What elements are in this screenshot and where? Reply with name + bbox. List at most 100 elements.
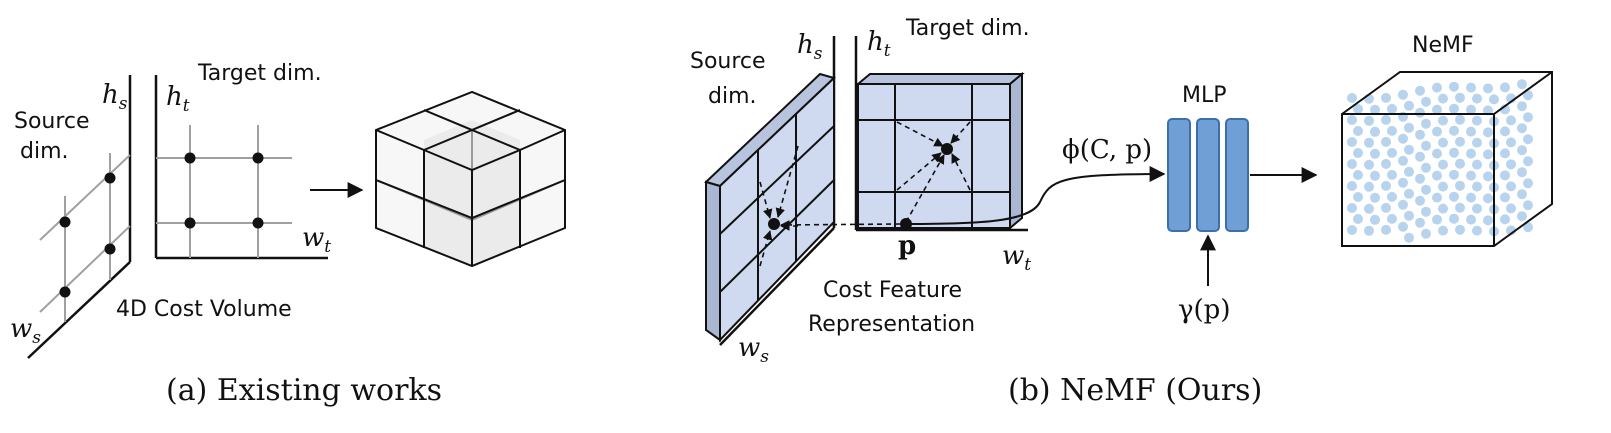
field-point xyxy=(1438,137,1448,148)
grid-node xyxy=(104,172,116,184)
panel-a-target-axes xyxy=(154,75,328,260)
field-point xyxy=(1353,170,1363,180)
field-point xyxy=(1449,81,1459,92)
field-point xyxy=(1347,137,1357,147)
field-point xyxy=(1415,217,1425,228)
field-point xyxy=(1438,93,1448,104)
grid-node xyxy=(184,217,196,229)
field-point xyxy=(1398,155,1408,166)
field-point xyxy=(1455,92,1465,103)
field-point xyxy=(1517,79,1527,90)
field-point xyxy=(1347,115,1357,125)
field-point xyxy=(1381,202,1391,213)
grid-node xyxy=(59,216,71,228)
field-point xyxy=(1500,214,1510,225)
field-point xyxy=(1387,191,1397,202)
field-point xyxy=(1438,181,1448,192)
field-point xyxy=(1500,126,1510,137)
field-point xyxy=(1421,140,1431,151)
field-point xyxy=(1449,191,1459,202)
field-point xyxy=(1517,101,1527,112)
field-point xyxy=(1353,192,1363,202)
field-point xyxy=(1364,137,1374,148)
field-point xyxy=(1387,169,1397,180)
field-point xyxy=(1466,170,1476,181)
panel-b-source-label-2: dim. xyxy=(708,84,757,109)
field-point xyxy=(1523,178,1533,189)
field-point xyxy=(1472,159,1482,170)
panel-a-source-axes xyxy=(27,75,132,359)
panel-b-source-label-1: Source xyxy=(690,49,766,74)
panel-b-hs-label: hs xyxy=(797,30,823,64)
field-point xyxy=(1404,122,1414,133)
field-point xyxy=(1415,107,1425,118)
field-point xyxy=(1421,118,1431,129)
field-point xyxy=(1432,126,1442,137)
field-point xyxy=(1455,202,1465,213)
nemf-dots xyxy=(1347,79,1533,243)
panel-b-phi-label: ϕ(C, p) xyxy=(1062,135,1152,165)
panel-b-source-arrows xyxy=(759,145,901,267)
field-point xyxy=(1455,114,1465,125)
panel-a-hs-label: hs xyxy=(102,80,128,114)
field-point xyxy=(1483,215,1493,226)
panel-b-ws-label: ws xyxy=(738,333,769,367)
field-point xyxy=(1483,127,1493,138)
field-point xyxy=(1472,225,1482,236)
field-point xyxy=(1517,123,1527,134)
nemf-cube xyxy=(1341,71,1553,247)
panel-b-target-plane xyxy=(855,71,1025,231)
field-point xyxy=(1506,137,1516,148)
panel-a: Source dim. Target dim. hs ht wt ws 4D C… xyxy=(10,61,566,408)
field-point xyxy=(1404,232,1414,243)
field-point xyxy=(1421,228,1431,239)
field-point xyxy=(1347,203,1357,213)
grid-node xyxy=(252,217,264,229)
panel-a-cube xyxy=(375,90,566,268)
field-point xyxy=(1438,225,1448,236)
field-point xyxy=(1489,94,1499,105)
field-point xyxy=(1432,214,1442,225)
panel-b-cost-feature-1: Cost Feature xyxy=(823,278,962,303)
panel-b-target-label: Target dim. xyxy=(905,16,1030,41)
field-point xyxy=(1415,151,1425,162)
field-point xyxy=(1432,104,1442,115)
panel-a-source-label-2: dim. xyxy=(20,139,69,164)
field-point xyxy=(1387,103,1397,114)
field-point xyxy=(1432,148,1442,159)
panel-a-wt-label: wt xyxy=(302,223,331,257)
field-point xyxy=(1364,159,1374,170)
panel-a-caption: (a) Existing works xyxy=(166,373,442,408)
field-point xyxy=(1466,192,1476,203)
field-point xyxy=(1381,92,1391,103)
field-point xyxy=(1421,162,1431,173)
field-point xyxy=(1432,170,1442,181)
field-point xyxy=(1370,104,1380,115)
field-point xyxy=(1523,200,1533,211)
field-point xyxy=(1381,158,1391,169)
field-point xyxy=(1523,134,1533,145)
panel-a-source-label-1: Source xyxy=(14,109,90,134)
panel-b-mlp-label: MLP xyxy=(1182,83,1227,108)
field-point xyxy=(1506,115,1516,126)
field-point xyxy=(1466,214,1476,225)
field-point xyxy=(1523,222,1533,233)
field-point xyxy=(1506,181,1516,192)
field-point xyxy=(1415,195,1425,206)
panel-b-wt-label: wt xyxy=(1002,241,1031,275)
field-point xyxy=(1455,158,1465,169)
field-point xyxy=(1455,224,1465,235)
field-point xyxy=(1483,193,1493,204)
field-point xyxy=(1398,89,1408,100)
field-point xyxy=(1347,159,1357,169)
field-point xyxy=(1364,115,1374,126)
mlp-layer xyxy=(1167,118,1191,232)
panel-b-caption: (b) NeMF (Ours) xyxy=(1008,373,1262,408)
field-point xyxy=(1347,225,1357,235)
field-point xyxy=(1466,126,1476,137)
panel-b-source-plane xyxy=(704,72,836,343)
field-point xyxy=(1364,181,1374,192)
field-point xyxy=(1500,148,1510,159)
field-point xyxy=(1353,104,1363,114)
